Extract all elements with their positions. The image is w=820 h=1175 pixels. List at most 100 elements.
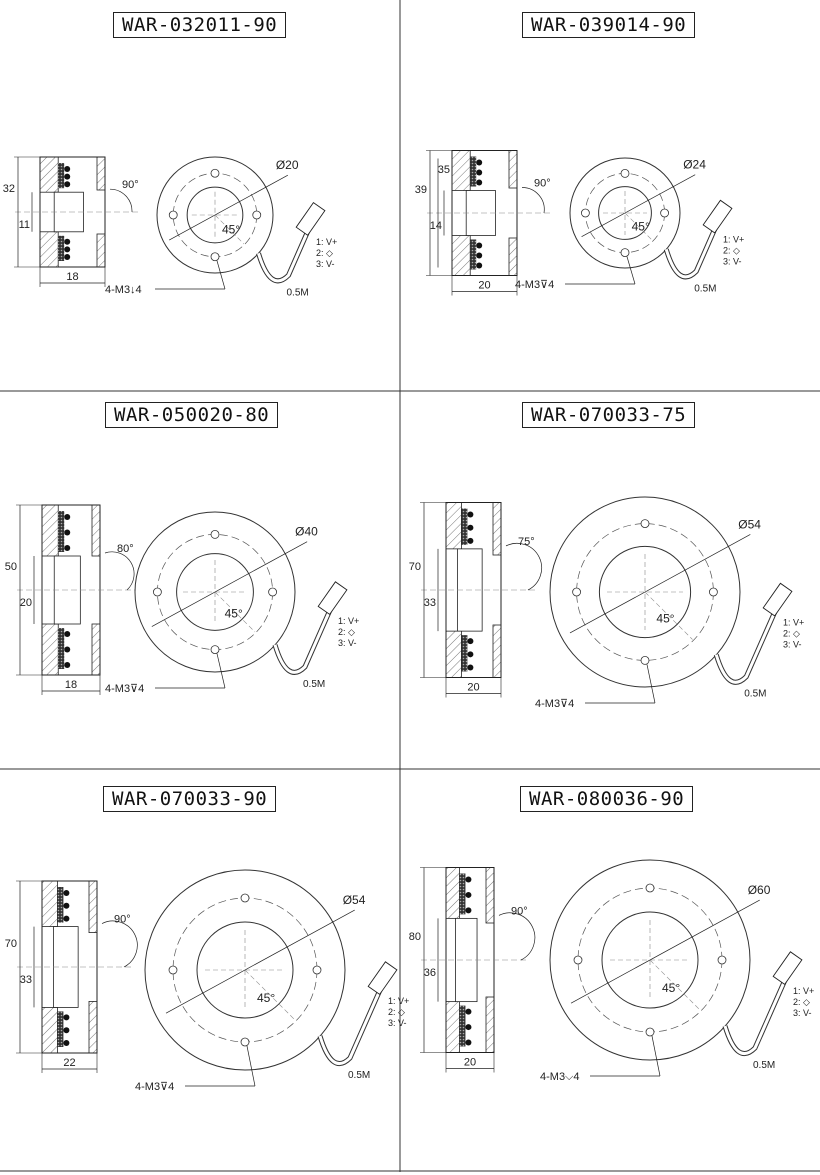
hatched-section (39, 156, 59, 193)
mounting-hole-icon (312, 965, 322, 975)
width-label: 20 (467, 682, 479, 694)
pin-labels: 1: V+2: ◇3: V- (388, 996, 409, 1028)
hatched-section (485, 867, 495, 924)
led-icon (465, 907, 472, 914)
pin-label: 3: V- (723, 257, 742, 267)
pin-labels: 1: V+2: ◇3: V- (316, 237, 337, 269)
angle-arc (109, 188, 133, 213)
led-icon (64, 662, 71, 668)
led-icon (467, 664, 474, 671)
outer-height-label: 32 (3, 183, 15, 195)
thread-callout: 4-M3↓4 (105, 284, 142, 296)
led-icon (64, 514, 71, 520)
mounting-hole-icon (709, 587, 718, 597)
cable-length-label: 0.5M (694, 283, 716, 294)
pin-label: 2: ◇ (316, 248, 333, 258)
led-icon (476, 242, 483, 249)
led-icon (465, 876, 472, 883)
pin-label: 3: V- (338, 638, 357, 648)
angle-arc (521, 187, 545, 214)
mounting-hole-icon (168, 210, 178, 220)
diameter-label: Ø24 (683, 158, 706, 172)
center-line (649, 959, 701, 1011)
hatched-section (41, 880, 58, 927)
beam-angle-label: 90° (122, 179, 139, 191)
mounting-hole-icon (152, 587, 162, 597)
led-icon (467, 524, 474, 531)
bolt-angle-label: 45° (632, 220, 650, 234)
mounting-hole-icon (640, 519, 650, 528)
outer-height-label: 39 (415, 184, 427, 196)
diameter-line (581, 174, 696, 238)
led-icon (64, 631, 71, 637)
hatched-section (445, 630, 462, 678)
model-title: WAR-080036-90 (520, 786, 694, 812)
width-label: 18 (66, 271, 78, 283)
pin-label: 1: V+ (783, 618, 804, 628)
beam-angle-label: 90° (114, 914, 131, 926)
model-title: WAR-039014-90 (522, 12, 696, 38)
pin-label: 1: V+ (793, 986, 814, 996)
mounting-hole-icon (645, 883, 655, 893)
hatched-section (41, 1007, 58, 1054)
connector-icon (295, 201, 326, 236)
inner-diameter-label: 36 (424, 967, 436, 979)
hatched-section (88, 1001, 98, 1054)
mid-height-label: 35 (438, 164, 450, 176)
led-board (57, 1011, 64, 1047)
diameter-label: Ø20 (276, 158, 299, 172)
pin-label: 1: V+ (316, 237, 337, 247)
led-icon (64, 545, 71, 551)
angle-arc (101, 920, 138, 968)
led-icon (63, 1014, 70, 1021)
led-icon (465, 1039, 472, 1046)
bolt-angle-label: 45° (222, 223, 240, 237)
mounting-hole-icon (645, 1027, 655, 1037)
connector-icon (772, 951, 803, 986)
hatched-section (451, 150, 471, 191)
leader-line (216, 260, 226, 290)
cable-length-label: 0.5M (287, 287, 309, 298)
led-icon (476, 262, 483, 269)
thread-callout: 4-M3⊽4 (515, 279, 554, 291)
led-icon (64, 181, 71, 188)
cable (723, 979, 787, 1055)
outer-height-label: 70 (409, 561, 421, 573)
diameter-label: Ø40 (295, 525, 318, 539)
inner-aperture (598, 545, 692, 639)
inner-aperture (196, 921, 294, 1019)
hatched-section (39, 231, 59, 268)
hatched-section (91, 504, 101, 557)
hatched-section (96, 233, 106, 268)
pin-label: 3: V- (316, 259, 335, 269)
cable-length-label: 0.5M (303, 679, 325, 690)
hatched-section (96, 156, 106, 191)
inner-aperture (186, 186, 244, 244)
led-icon (467, 651, 474, 658)
bolt-angle-label: 45° (656, 611, 674, 625)
led-board (58, 235, 65, 261)
cable-length-label: 0.5M (744, 689, 766, 700)
beam-angle-label: 90° (511, 905, 528, 917)
led-board (58, 163, 65, 189)
model-title: WAR-070033-75 (522, 402, 696, 428)
hatched-section (445, 502, 462, 550)
led-board (459, 873, 466, 915)
mounting-hole-icon (168, 965, 178, 975)
hatched-section (492, 624, 502, 678)
width-label: 22 (63, 1057, 75, 1069)
led-icon (63, 902, 70, 909)
led-icon (465, 891, 472, 898)
cable (273, 609, 332, 674)
pin-label: 1: V+ (338, 616, 359, 626)
connector-icon (367, 961, 398, 996)
inner-aperture (601, 911, 699, 1009)
led-board (470, 156, 477, 187)
outer-height-label: 70 (5, 938, 17, 950)
led-icon (63, 1040, 70, 1046)
mounting-hole-icon (268, 587, 278, 597)
